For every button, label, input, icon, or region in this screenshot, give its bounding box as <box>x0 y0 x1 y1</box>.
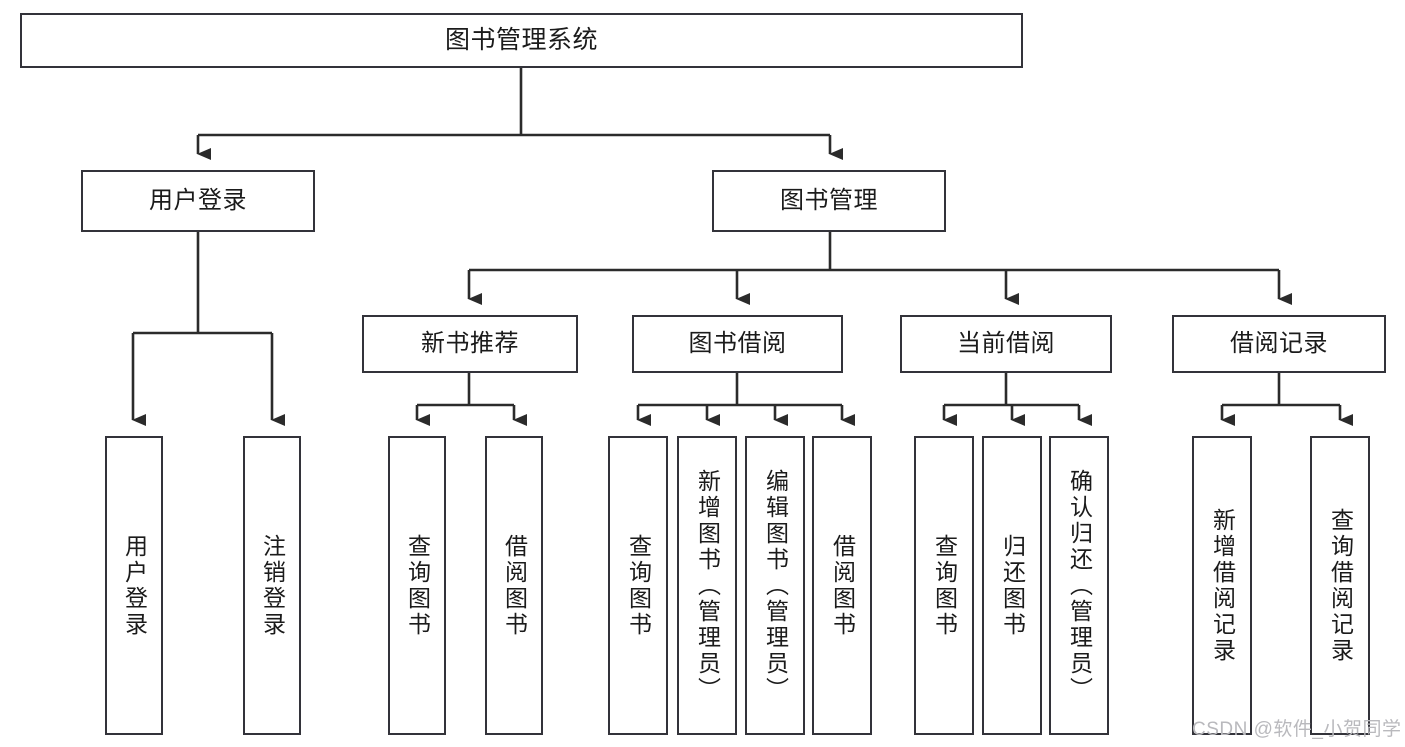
node-book-borrow[interactable]: 图书借阅 <box>632 315 843 373</box>
node-label: 图书管理 <box>780 186 878 214</box>
node-user-login[interactable]: 用户登录 <box>81 170 315 232</box>
node-new-book-recommendation[interactable]: 新书推荐 <box>362 315 578 373</box>
leaf-borrow-book-recommendation[interactable]: 借阅图书 <box>485 436 543 735</box>
leaf-query-book-current[interactable]: 查询图书 <box>914 436 974 735</box>
node-label: 用户登录 <box>149 186 247 214</box>
leaf-logout[interactable]: 注销登录 <box>243 436 301 735</box>
leaf-borrow-book[interactable]: 借阅图书 <box>812 436 872 735</box>
node-root-system[interactable]: 图书管理系统 <box>20 13 1023 68</box>
node-borrow-record[interactable]: 借阅记录 <box>1172 315 1386 373</box>
leaf-user-login[interactable]: 用户登录 <box>105 436 163 735</box>
node-label: 图书借阅 <box>688 329 787 357</box>
node-label: 查询图书 <box>931 533 958 638</box>
node-label: 新增图书（管理员） <box>694 468 721 703</box>
node-label: 注销登录 <box>259 533 286 638</box>
leaf-query-book[interactable]: 查询图书 <box>608 436 668 735</box>
leaf-add-book-admin[interactable]: 新增图书（管理员） <box>677 436 737 735</box>
node-current-borrow[interactable]: 当前借阅 <box>900 315 1112 373</box>
leaf-confirm-return-admin[interactable]: 确认归还（管理员） <box>1049 436 1109 735</box>
node-label: 借阅图书 <box>501 533 528 638</box>
leaf-add-borrow-record[interactable]: 新增借阅记录 <box>1192 436 1252 735</box>
node-label: 新书推荐 <box>421 329 519 357</box>
node-label: 新增借阅记录 <box>1209 507 1236 664</box>
node-label: 借阅图书 <box>829 533 856 638</box>
node-label: 当前借阅 <box>957 329 1055 357</box>
node-label: 借阅记录 <box>1230 329 1328 357</box>
leaf-query-borrow-record[interactable]: 查询借阅记录 <box>1310 436 1370 735</box>
leaf-edit-book-admin[interactable]: 编辑图书（管理员） <box>745 436 805 735</box>
node-label: 归还图书 <box>999 533 1026 638</box>
node-label: 查询借阅记录 <box>1327 507 1354 664</box>
node-label: 确认归还（管理员） <box>1066 468 1093 703</box>
leaf-query-book-recommendation[interactable]: 查询图书 <box>388 436 446 735</box>
node-book-management[interactable]: 图书管理 <box>712 170 946 232</box>
node-label: 用户登录 <box>121 533 148 638</box>
node-label: 查询图书 <box>404 533 431 638</box>
node-label: 编辑图书（管理员） <box>762 468 789 703</box>
leaf-return-book[interactable]: 归还图书 <box>982 436 1042 735</box>
node-label: 图书管理系统 <box>444 25 598 54</box>
node-label: 查询图书 <box>625 533 652 638</box>
watermark: CSDN @软件_小贺同学 <box>1192 719 1402 740</box>
